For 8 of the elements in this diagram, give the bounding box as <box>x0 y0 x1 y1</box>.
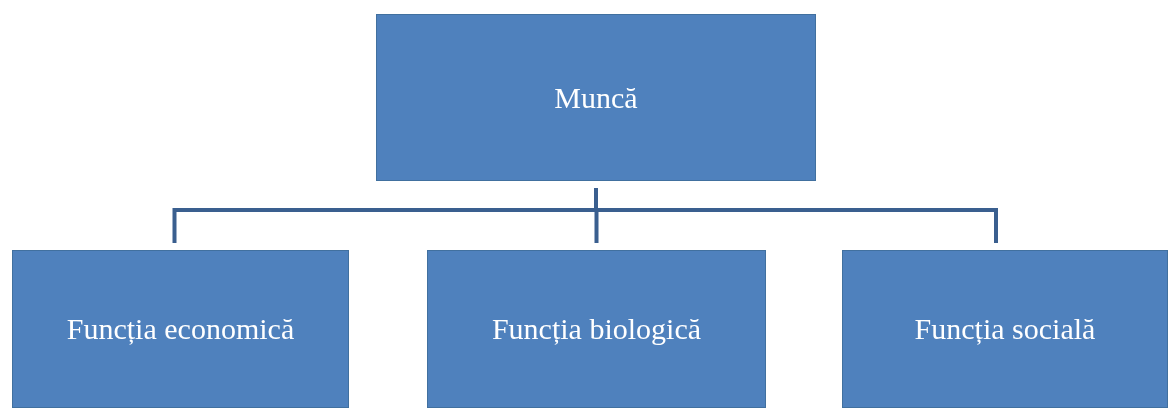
process-box <box>842 250 1168 408</box>
process-box <box>427 250 766 408</box>
process-box <box>376 14 816 181</box>
box-label: Funcția economică <box>66 312 295 346</box>
box-label: Funcția socială <box>914 312 1096 346</box>
process-box <box>12 250 349 408</box>
box-label: Muncă <box>554 80 638 115</box>
box-label: Funcția biologică <box>491 312 702 346</box>
